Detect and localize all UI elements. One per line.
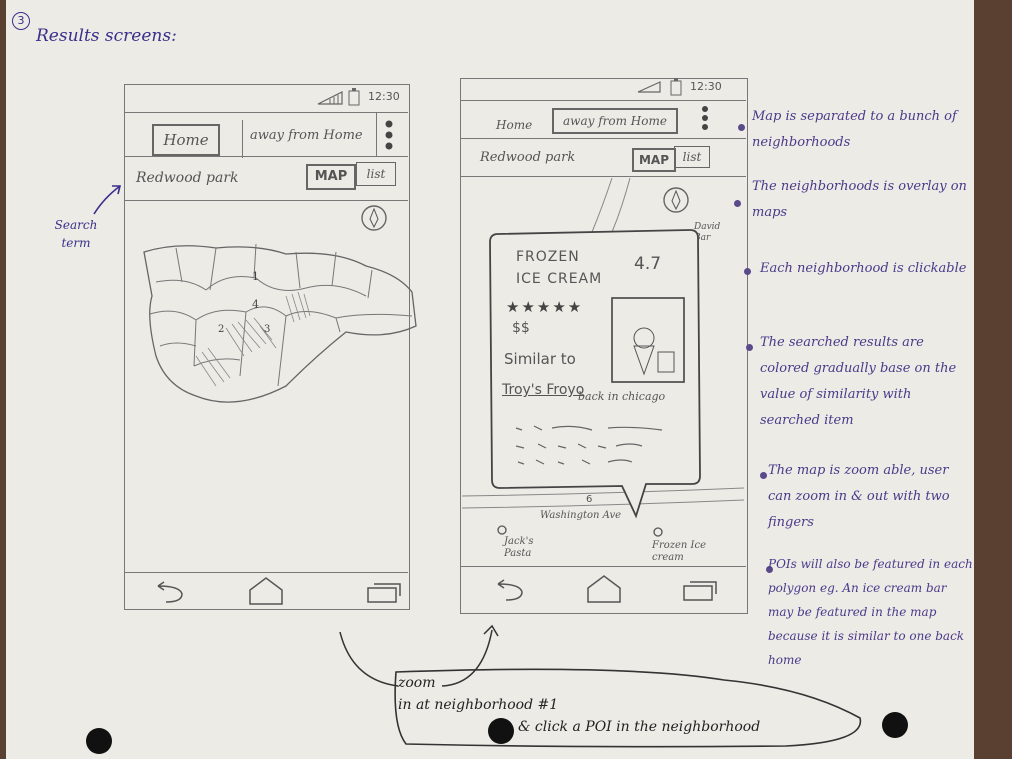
neighborhood-map[interactable]: 1 2 3 4 — [136, 236, 426, 416]
neighborhood-label: 2 — [218, 324, 224, 335]
nav-divider — [460, 566, 746, 568]
section-number: 3 — [12, 12, 30, 30]
poi-label[interactable]: Jack's Pasta — [504, 536, 534, 559]
tabs-divider — [124, 156, 408, 158]
recent-apps-icon[interactable] — [364, 580, 404, 604]
poi-label[interactable]: David Bar — [694, 222, 721, 243]
compass-icon[interactable] — [662, 186, 690, 214]
binder-hole — [488, 718, 514, 744]
zoom-note-line: in at neighborhood #1 — [398, 697, 559, 713]
list-toggle-button[interactable]: list — [356, 162, 396, 186]
zoom-note-line: & click a POI in the neighborhood — [518, 719, 761, 735]
note-bullet — [734, 200, 741, 207]
search-divider — [460, 176, 746, 178]
list-toggle-button[interactable]: list — [674, 146, 710, 168]
search-divider — [124, 200, 408, 202]
map-marker-number: 6 — [586, 494, 593, 505]
battery-icon — [670, 78, 682, 96]
map-toggle-button[interactable]: MAP — [632, 148, 676, 172]
search-term-annotation: Search term — [54, 218, 98, 250]
note-item: The map is zoom able, user can zoom in &… — [768, 463, 950, 530]
similar-label: Similar to — [504, 350, 576, 368]
note-bullet — [760, 472, 767, 479]
map-roads — [462, 178, 744, 509]
tabs-divider — [460, 138, 746, 140]
note-item: Each neighborhood is clickable — [760, 261, 967, 276]
note-bullet — [746, 344, 753, 351]
poi-marker-icon[interactable] — [496, 524, 508, 536]
note-item: The neighborhoods is overlay on maps — [752, 179, 967, 220]
search-term-text[interactable]: Redwood park — [480, 150, 576, 165]
note-bullet — [744, 268, 751, 275]
neighborhood-label: 1 — [252, 270, 259, 283]
zoom-arrow-icon — [339, 624, 499, 687]
poi-name: FROZEN ICE CREAM — [516, 246, 602, 290]
note-item: POIs will also be featured in each polyg… — [768, 557, 973, 667]
back-icon[interactable] — [492, 578, 532, 602]
poi-popup-outline — [489, 229, 701, 519]
signal-icon — [637, 81, 661, 93]
poi-popup[interactable]: FROZEN ICE CREAM 4.7 ★★★★★ $$ Similar to… — [492, 232, 698, 482]
review-scribble — [515, 425, 663, 465]
phone-screen-1 — [124, 84, 410, 610]
binder-hole — [86, 728, 112, 754]
menu-separator — [376, 112, 378, 156]
neighborhood-label: 3 — [264, 324, 270, 335]
ice-cream-image-icon — [611, 297, 685, 383]
home-icon[interactable] — [246, 576, 286, 608]
status-time: 12:30 — [690, 80, 722, 93]
neighborhood-label: 4 — [252, 298, 259, 311]
battery-icon — [348, 88, 360, 106]
page-title: Results screens: — [36, 26, 177, 46]
tab-home[interactable]: Home — [496, 118, 533, 132]
zoom-note-line: zoom — [398, 675, 436, 691]
status-divider — [460, 100, 746, 102]
annotation-arrow-icon — [93, 185, 122, 215]
similar-location: back in chicago — [578, 390, 666, 403]
overflow-menu-icon[interactable] — [382, 118, 396, 154]
note-bullet — [766, 566, 773, 573]
signal-icon — [317, 91, 343, 105]
recent-apps-icon[interactable] — [680, 578, 720, 602]
poi-price: $$ — [512, 320, 530, 336]
binder-hole — [882, 712, 908, 738]
poi-label[interactable]: Frozen Ice cream — [652, 540, 707, 563]
zoom-note-outline — [394, 668, 862, 748]
overflow-menu-icon[interactable] — [698, 104, 712, 134]
home-icon[interactable] — [584, 574, 624, 606]
note-item: Map is separated to a bunch of neighborh… — [752, 109, 957, 150]
note-bullet — [738, 124, 745, 131]
poi-name-line: ICE CREAM — [516, 271, 603, 287]
poi-name-line: FROZEN — [516, 249, 580, 265]
tab-away-from-home[interactable]: away from Home — [552, 108, 678, 134]
tab-home[interactable]: Home — [152, 124, 220, 156]
similar-place-link[interactable]: Troy's Froyo — [502, 382, 585, 398]
tab-separator — [242, 120, 244, 158]
sketch-paper: 3 Results screens: Search term 12:30 Hom… — [6, 0, 974, 759]
status-time: 12:30 — [368, 90, 400, 103]
note-item: The searched results are colored gradual… — [760, 335, 957, 428]
back-icon[interactable] — [152, 580, 192, 604]
map-toggle-button[interactable]: MAP — [306, 164, 356, 190]
street-label: Washington Ave — [540, 510, 622, 521]
poi-stars: ★★★★★ — [506, 298, 584, 316]
compass-icon[interactable] — [360, 204, 388, 232]
poi-rating: 4.7 — [634, 254, 662, 274]
search-term-text[interactable]: Redwood park — [136, 170, 239, 186]
zoom-note: zoom in at neighborhood #1 & click a POI… — [398, 672, 760, 738]
status-divider — [124, 112, 408, 114]
tab-away-from-home[interactable]: away from Home — [250, 128, 363, 143]
poi-marker-icon[interactable] — [652, 526, 664, 538]
nav-divider — [124, 572, 408, 574]
